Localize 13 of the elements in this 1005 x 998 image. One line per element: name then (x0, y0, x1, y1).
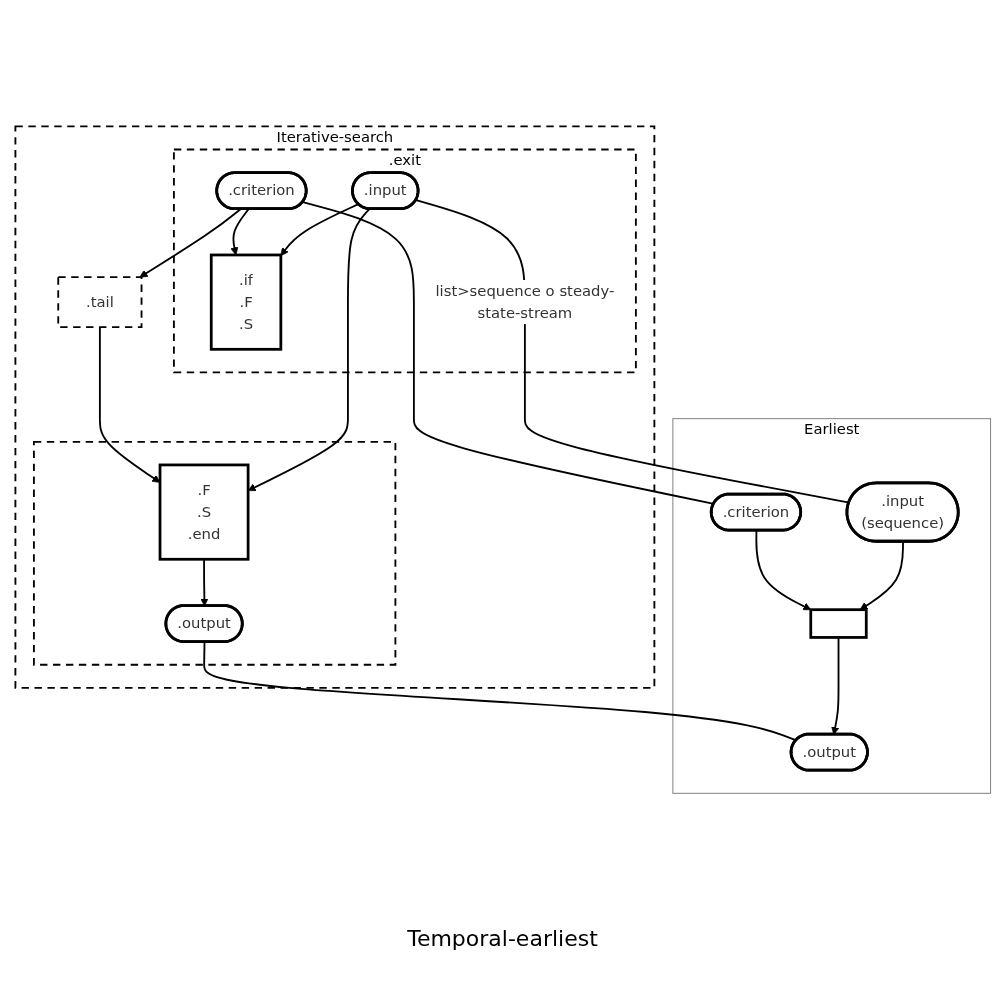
connector (202, 641, 797, 742)
node-box (808, 608, 868, 639)
node-box: .if .F .S (209, 253, 282, 351)
arrow (279, 203, 359, 257)
arrow (229, 208, 249, 256)
node-box: .F .S .end (158, 463, 249, 561)
node-box: .tail (56, 276, 142, 329)
diagram-caption: Temporal-earliest (407, 926, 598, 951)
edge-label: list>sequence o steady-state-stream (434, 281, 614, 322)
cluster (32, 441, 396, 666)
arrow (247, 208, 370, 492)
arrow (139, 208, 241, 278)
arrow (98, 326, 160, 483)
